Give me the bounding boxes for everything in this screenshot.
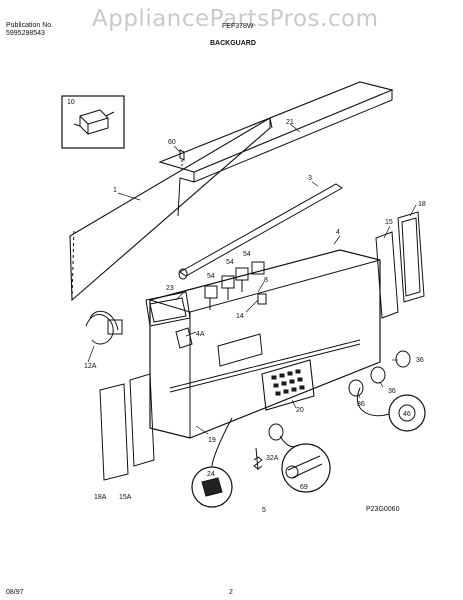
callout-20: 20 xyxy=(296,407,304,414)
callout-15A: 15A xyxy=(119,494,132,501)
knob xyxy=(370,366,386,384)
callout-54: 54 xyxy=(226,259,234,266)
callout-54: 54 xyxy=(243,251,251,258)
screw xyxy=(179,149,185,161)
support-rod xyxy=(179,183,343,277)
callout-12A: 12A xyxy=(84,363,97,370)
top-trim xyxy=(158,81,394,173)
callout-1: 1 xyxy=(113,187,117,194)
callout-46: 46 xyxy=(403,411,411,418)
model-number: FEF378W xyxy=(222,23,254,30)
end-trim-left xyxy=(99,383,129,481)
footer-date: 08/97 xyxy=(6,589,24,596)
callout-60: 60 xyxy=(168,139,176,146)
control-board xyxy=(261,359,315,411)
knob xyxy=(348,379,364,397)
callout-labels: 10 60 21 1 3 15 18 4 54 54 54 8 23 14 12… xyxy=(67,99,426,514)
end-cap-left xyxy=(129,373,155,467)
callout-54: 54 xyxy=(207,273,215,280)
callout-14: 14 xyxy=(236,313,244,320)
diagram-code: P23G0060 xyxy=(366,506,400,513)
wire-harness xyxy=(85,314,114,345)
callout-15: 15 xyxy=(385,219,393,226)
switch xyxy=(235,267,249,281)
panel-cutout xyxy=(217,333,263,367)
callout-24: 24 xyxy=(207,471,215,478)
callout-18A: 18A xyxy=(94,494,107,501)
page-number: 2 xyxy=(229,589,233,596)
callout-10: 10 xyxy=(67,99,75,106)
callout-5: 5 xyxy=(262,507,266,514)
callout-23: 23 xyxy=(166,285,174,292)
detail-circle-knob xyxy=(388,394,426,432)
display-window xyxy=(145,291,191,327)
callout-69: 69 xyxy=(300,484,308,491)
detail-circle-screw xyxy=(281,443,331,493)
callout-19: 19 xyxy=(208,437,216,444)
callout-36: 36 xyxy=(357,401,365,408)
callout-3: 3 xyxy=(308,175,312,182)
end-cap-right xyxy=(375,231,399,319)
callout-21: 21 xyxy=(286,119,294,126)
callout-4A: 4A xyxy=(196,331,205,338)
callout-4: 4 xyxy=(336,229,340,236)
bracket xyxy=(175,327,193,349)
callout-36: 36 xyxy=(388,388,396,395)
switch xyxy=(251,261,265,275)
connector xyxy=(257,293,267,305)
callout-8: 8 xyxy=(264,277,268,284)
publication-label: Publication No. xyxy=(6,22,54,29)
switch xyxy=(204,285,218,299)
section-title: BACKGUARD xyxy=(210,40,256,47)
knob xyxy=(268,423,284,441)
publication-number: 5995298543 xyxy=(6,30,45,37)
transformer-part xyxy=(73,109,115,135)
callout-36: 36 xyxy=(416,357,424,364)
watermark: AppliancePartsPros.com xyxy=(92,6,379,32)
control-panel xyxy=(149,249,381,439)
inset-box xyxy=(61,95,125,149)
callout-18: 18 xyxy=(418,201,426,208)
callout-32A: 32A xyxy=(266,455,279,462)
back-panel xyxy=(69,117,271,302)
knob xyxy=(395,350,411,368)
